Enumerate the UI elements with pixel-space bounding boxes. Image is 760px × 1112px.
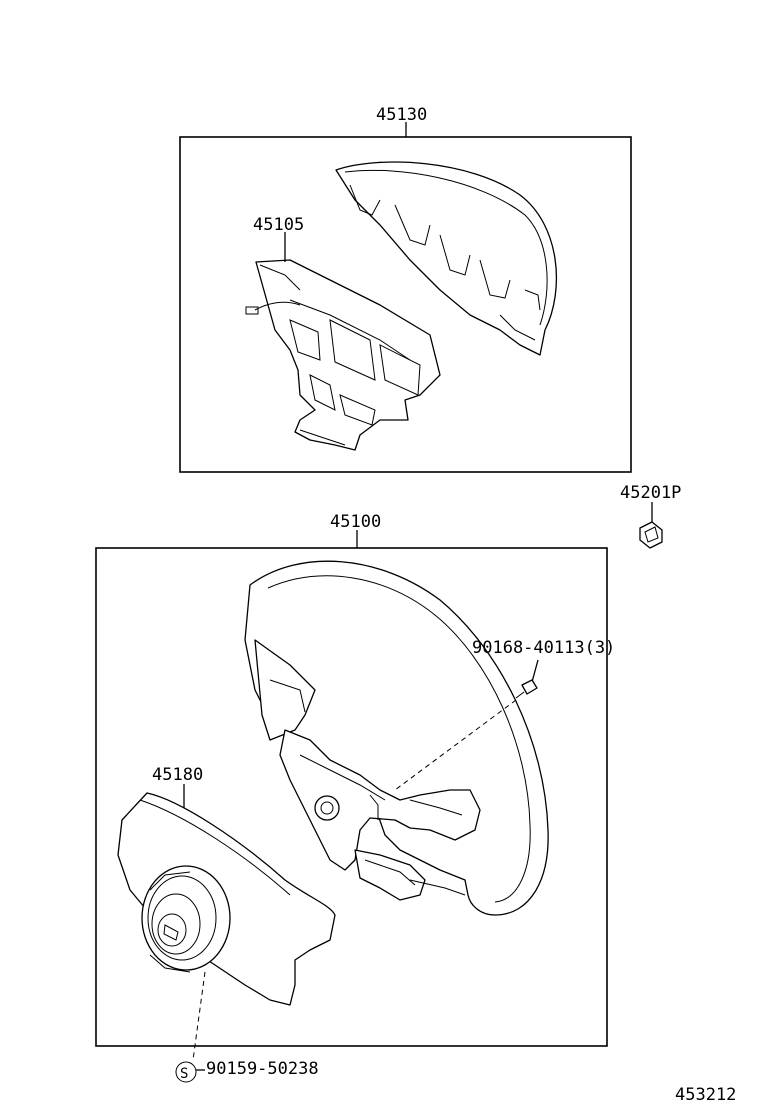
screw-icon xyxy=(521,679,538,695)
screw-90159: S 90159-50238 xyxy=(175,1059,319,1083)
horn-pad-cover xyxy=(335,161,558,356)
cover-45180: 45180 xyxy=(117,765,336,1006)
label-45100: 45100 xyxy=(330,512,381,532)
screw-90168: 90168-40113(3) xyxy=(394,638,615,791)
group-45130: 45130 45105 xyxy=(179,105,632,473)
label-90159-50238: 90159-50238 xyxy=(206,1059,319,1079)
nut-45201p: 45201P xyxy=(620,483,681,549)
label-90168-40113: 90168-40113(3) xyxy=(472,638,615,658)
label-45201p: 45201P xyxy=(620,483,681,503)
group-45100-frame xyxy=(95,547,608,1047)
group-45100: 45100 90168-40113(3) xyxy=(95,512,615,1061)
s-mark-icon xyxy=(175,1061,197,1083)
label-45130: 45130 xyxy=(376,105,427,125)
steering-wheel xyxy=(244,560,549,916)
label-45105: 45105 xyxy=(253,215,304,235)
nut-icon xyxy=(639,521,663,549)
diagram-id: 453212 xyxy=(675,1085,736,1105)
horn-pad-bracket xyxy=(245,259,441,451)
label-45180: 45180 xyxy=(152,765,203,785)
s-mark-label: S xyxy=(180,1066,188,1082)
